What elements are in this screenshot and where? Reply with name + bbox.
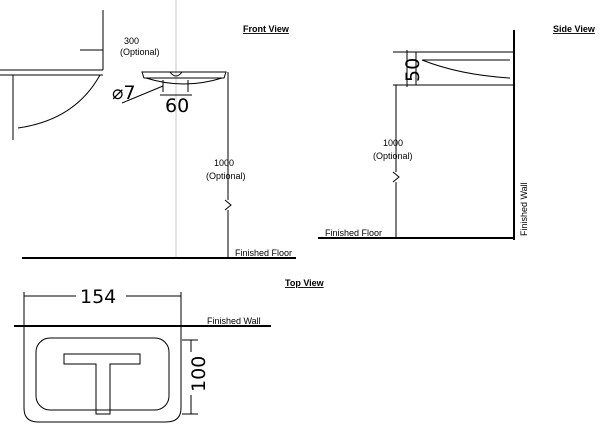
side-height-note: (Optional) bbox=[373, 151, 413, 161]
side-wall-label: Finished Wall bbox=[519, 182, 529, 236]
front-floor-label: Finished Floor bbox=[235, 248, 292, 258]
dim-300-note: (Optional) bbox=[120, 47, 160, 57]
front-view: Front View 300 (Optional) ⌀7 60 1000 (Op… bbox=[0, 0, 296, 259]
dim-300-value: 300 bbox=[124, 36, 139, 46]
basin-bowl bbox=[145, 77, 223, 85]
side-view: Side View 50 1000 (Optional) Finished Fl… bbox=[318, 24, 596, 240]
top-basin-outline bbox=[23, 325, 182, 423]
dim-1000-break bbox=[224, 199, 232, 211]
basin-rim bbox=[141, 71, 227, 79]
top-view-title: Top View bbox=[285, 278, 325, 288]
basin-curve bbox=[17, 74, 101, 129]
side-dim-break bbox=[392, 171, 400, 183]
hole-spacing-value: 60 bbox=[165, 95, 189, 117]
top-width-value: 154 bbox=[80, 286, 116, 308]
top-wall-label: Finished Wall bbox=[207, 316, 261, 326]
top-bowl-outline bbox=[35, 337, 170, 411]
side-depth-value: 50 bbox=[402, 58, 424, 82]
front-view-title: Front View bbox=[243, 24, 290, 34]
basin-drain bbox=[169, 71, 183, 77]
hole-diameter-value: ⌀7 bbox=[112, 82, 136, 104]
front-height-note: (Optional) bbox=[206, 171, 246, 181]
side-height-value: 1000 bbox=[383, 138, 403, 148]
side-bowl-curve bbox=[421, 59, 511, 79]
front-height-value: 1000 bbox=[214, 158, 234, 168]
diameter-leader bbox=[121, 85, 164, 104]
side-view-title: Side View bbox=[553, 24, 596, 34]
top-depth-value: 100 bbox=[188, 356, 210, 392]
top-drain-shape bbox=[63, 353, 141, 415]
side-floor-label: Finished Floor bbox=[325, 228, 382, 238]
top-view: Top View 154 Finished Wall 100 bbox=[14, 278, 325, 423]
